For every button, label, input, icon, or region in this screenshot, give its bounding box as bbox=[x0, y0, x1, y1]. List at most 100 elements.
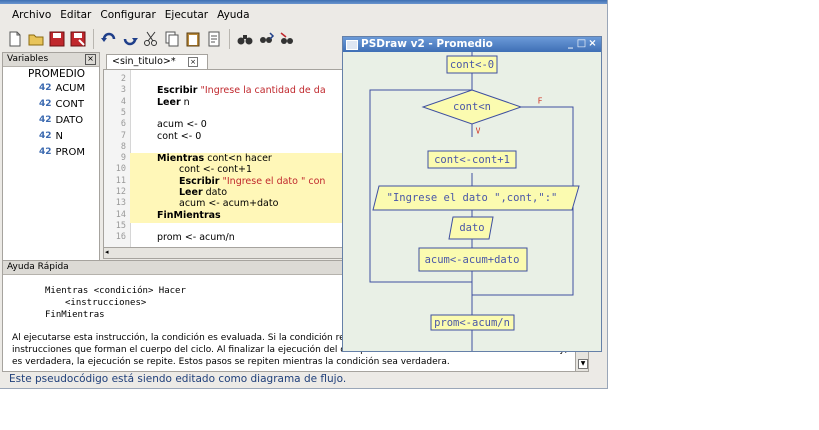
scroll-left-icon[interactable]: ◂ bbox=[105, 248, 109, 256]
program-name: PROMEDIO bbox=[28, 68, 86, 80]
tab-label: <sin_titulo>* bbox=[112, 56, 176, 67]
help-paragraph-line: Al ejecutarse esta instrucción, la condi… bbox=[12, 333, 356, 343]
flow-box bbox=[418, 247, 528, 272]
new-file-icon bbox=[9, 31, 21, 47]
code-keyword: Escribir bbox=[157, 85, 198, 97]
code-keyword: Escribir bbox=[179, 175, 220, 187]
code-line: acum <- acum+dato bbox=[179, 198, 279, 210]
variable-type-badge: 42 bbox=[39, 147, 52, 157]
code-line: Leer n bbox=[157, 96, 190, 108]
line-number: 5 bbox=[120, 107, 126, 118]
code-line: cont <- cont+1 bbox=[179, 164, 252, 176]
line-number: 2 bbox=[120, 74, 126, 84]
menu-ejecutar[interactable]: Ejecutar bbox=[164, 9, 209, 21]
line-number: 6 bbox=[120, 119, 126, 130]
scissors-icon bbox=[144, 31, 157, 46]
line-number: 11 bbox=[115, 175, 126, 186]
save-button[interactable] bbox=[48, 30, 66, 48]
new-file-button[interactable] bbox=[6, 30, 24, 48]
horizontal-scrollbar[interactable]: ◂ bbox=[103, 247, 345, 259]
menu-configurar[interactable]: Configurar bbox=[100, 9, 156, 21]
open-file-button[interactable] bbox=[27, 30, 45, 48]
line-number: 15 bbox=[115, 220, 126, 231]
indent-icon bbox=[208, 31, 220, 47]
code-line: Mientras cont<n hacer bbox=[157, 153, 272, 165]
variables-panel-title: Variables bbox=[7, 54, 49, 64]
toolbar bbox=[6, 26, 606, 52]
editor-tab-row: <sin_titulo>* × bbox=[103, 52, 603, 69]
help-paragraph-line: es verdadera, la ejecución se repite. Es… bbox=[12, 357, 450, 367]
output-label: "Ingrese el dato ",cont,":" bbox=[387, 192, 558, 204]
close-icon[interactable]: × bbox=[85, 54, 96, 65]
psdraw-title-bar[interactable]: PSDraw v2 - Promedio _ □ × bbox=[343, 37, 601, 52]
binoculars-icon bbox=[237, 35, 253, 45]
flow-box bbox=[430, 314, 515, 331]
line-number: 9 bbox=[120, 153, 126, 164]
replace-icon bbox=[280, 32, 293, 44]
code-keyword: Leer bbox=[179, 187, 203, 198]
copy-button[interactable] bbox=[163, 30, 181, 48]
find-next-icon bbox=[260, 32, 275, 43]
redo-button[interactable] bbox=[121, 30, 139, 48]
variable-name: ACUM bbox=[55, 83, 86, 94]
clipboard-icon bbox=[186, 32, 200, 47]
status-bar-text: Este pseudocódigo está siendo editado co… bbox=[9, 373, 347, 385]
variable-name: CONT bbox=[55, 99, 84, 110]
quick-help-title: Ayuda Rápida bbox=[7, 262, 69, 272]
redo-icon bbox=[123, 38, 138, 46]
line-number: 12 bbox=[115, 187, 126, 197]
code-line: FinMientras bbox=[157, 210, 221, 221]
flow-box bbox=[446, 55, 498, 74]
output-parallelogram bbox=[372, 185, 580, 211]
flow-box-label: prom<-acum/n bbox=[434, 317, 510, 329]
code-line: acum <- 0 bbox=[157, 119, 207, 131]
variable-type-badge: 42 bbox=[39, 115, 52, 125]
save-as-icon bbox=[70, 31, 86, 47]
maximize-icon[interactable]: □ bbox=[576, 38, 587, 49]
open-folder-icon bbox=[28, 34, 44, 46]
code-line: Escribir "Ingrese la cantidad de da bbox=[157, 85, 326, 97]
variable-type-badge: 42 bbox=[39, 99, 52, 109]
tab-sin-titulo[interactable]: <sin_titulo>* × bbox=[106, 54, 208, 69]
line-number: 16 bbox=[115, 232, 126, 243]
code-keyword: Mientras bbox=[157, 153, 205, 165]
cut-button[interactable] bbox=[142, 30, 160, 48]
variable-name: DATO bbox=[55, 115, 84, 126]
minimize-icon[interactable]: _ bbox=[568, 38, 573, 49]
code-line: prom <- acum/n bbox=[157, 232, 235, 244]
code-line: Leer dato bbox=[179, 187, 228, 198]
title-bar-strip bbox=[0, 0, 607, 4]
paste-button[interactable] bbox=[184, 30, 202, 48]
input-label: dato bbox=[459, 222, 484, 234]
undo-button[interactable] bbox=[100, 30, 118, 48]
variable-type-badge: 42 bbox=[39, 131, 52, 141]
copy-icon bbox=[165, 31, 179, 47]
replace-button[interactable] bbox=[278, 30, 296, 48]
menu-editar[interactable]: Editar bbox=[60, 9, 92, 21]
line-number: 13 bbox=[115, 198, 126, 209]
variable-type-badge: 42 bbox=[39, 83, 52, 93]
menu-ayuda[interactable]: Ayuda bbox=[217, 9, 250, 21]
line-number: 4 bbox=[120, 96, 126, 107]
input-parallelogram bbox=[448, 216, 494, 240]
menu-archivo[interactable]: Archivo bbox=[12, 9, 52, 21]
scroll-down-icon[interactable]: ▼ bbox=[578, 359, 588, 369]
loop-back-line bbox=[369, 89, 473, 283]
find-button[interactable] bbox=[236, 30, 254, 48]
close-icon[interactable]: × bbox=[588, 38, 597, 49]
close-icon[interactable]: × bbox=[188, 57, 198, 67]
indent-button[interactable] bbox=[205, 30, 223, 48]
flow-box-label: acum<-acum+dato bbox=[425, 254, 520, 266]
save-as-button[interactable] bbox=[69, 30, 87, 48]
find-next-button[interactable] bbox=[257, 30, 275, 48]
